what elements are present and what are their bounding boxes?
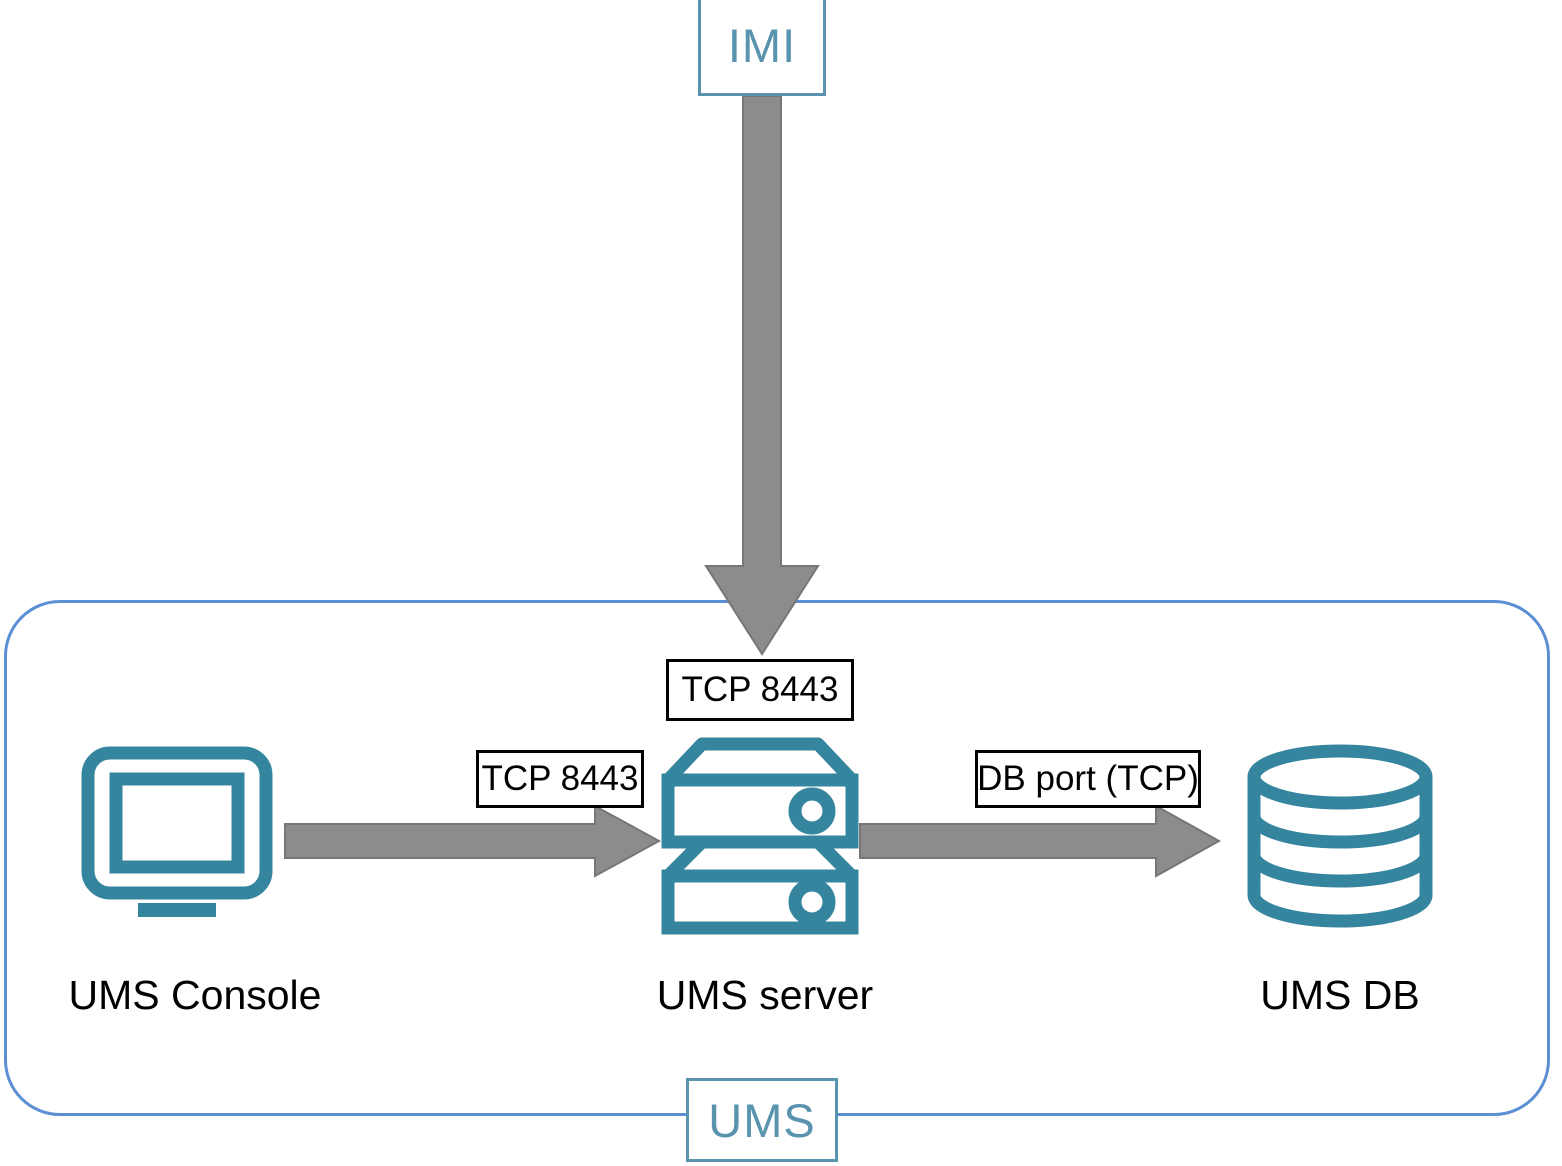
node-caption-server: UMS server bbox=[656, 972, 874, 1018]
monitor-icon bbox=[80, 745, 290, 930]
connector-console-to-server-arrow bbox=[284, 804, 662, 878]
connector-label-server-to-db: DB port (TCP) bbox=[975, 750, 1201, 808]
connector-server-to-db-arrow bbox=[859, 804, 1222, 878]
server-stack-icon bbox=[660, 737, 860, 935]
node-caption-console: UMS Console bbox=[68, 972, 322, 1018]
zone-tag-imi: IMI bbox=[698, 0, 826, 96]
zone-tag-ums: UMS bbox=[686, 1078, 838, 1162]
connector-imi-to-server-arrow bbox=[700, 95, 824, 656]
connector-label-console-to-server: TCP 8443 bbox=[476, 750, 644, 808]
connector-label-imi-to-server: TCP 8443 bbox=[666, 659, 854, 721]
database-cylinder-icon bbox=[1245, 744, 1435, 930]
node-caption-db: UMS DB bbox=[1260, 972, 1420, 1018]
